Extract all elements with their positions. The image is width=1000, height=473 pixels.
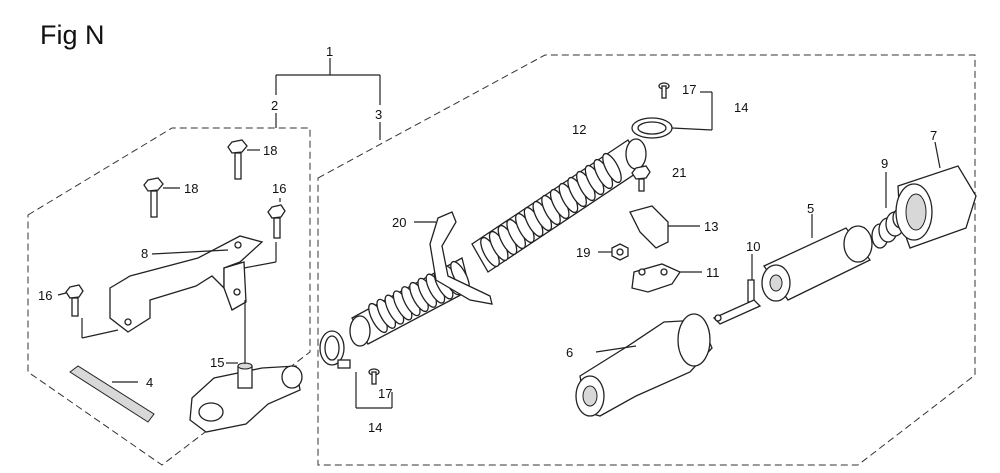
callout-6: 6 [566, 345, 573, 360]
manifold-part [189, 300, 303, 433]
callout-7: 7 [930, 128, 937, 143]
strap-part [414, 211, 493, 305]
right-group-box [317, 54, 976, 466]
callout-8: 8 [141, 246, 148, 261]
callout-17-top: 17 [682, 82, 696, 97]
filter-cylinder [761, 214, 873, 302]
callout-11: 11 [706, 265, 720, 280]
left-group-box [27, 127, 311, 466]
nut-19 [598, 243, 629, 261]
clamp-14-left [319, 330, 393, 409]
bolt-16-upper [267, 198, 286, 239]
callout-13: 13 [704, 219, 718, 234]
bolt-16-left [57, 284, 84, 317]
bolt-18-upper [227, 139, 260, 180]
callout-16-left: 16 [38, 288, 52, 303]
callout-17-bottom: 17 [378, 386, 392, 401]
callout-19: 19 [576, 245, 590, 260]
callout-10: 10 [746, 239, 760, 254]
pin-part [712, 254, 762, 325]
callout-2: 2 [271, 98, 278, 113]
callout-12: 12 [572, 122, 586, 137]
nozzle-part [575, 313, 713, 417]
bracket-11 [631, 263, 702, 293]
corrugated-tube [349, 138, 647, 347]
bracket-13 [629, 205, 700, 249]
callout-18-upper: 18 [263, 143, 277, 158]
group-bracket [275, 58, 381, 140]
bolt-18-lower [143, 177, 180, 218]
tube-rib [602, 152, 622, 184]
callout-16-upper: 16 [272, 181, 286, 196]
figure-title: Fig N [40, 20, 105, 50]
end-cap [895, 141, 977, 249]
callout-9: 9 [881, 156, 888, 171]
callout-4: 4 [146, 375, 153, 390]
callout-20: 20 [392, 215, 406, 230]
callout-3: 3 [375, 107, 382, 122]
callout-21: 21 [672, 165, 686, 180]
bolt-21 [631, 165, 651, 192]
callout-14-top: 14 [734, 100, 748, 115]
callout-18-lower: 18 [184, 181, 198, 196]
screw-17-top [658, 82, 670, 99]
tube-ribs-upper [480, 152, 622, 268]
callout-5: 5 [807, 201, 814, 216]
callout-14-bottom: 14 [368, 420, 382, 435]
callout-1: 1 [326, 44, 333, 59]
bracket-part [81, 235, 277, 339]
clamp-14-top [631, 91, 713, 139]
callout-15: 15 [210, 355, 224, 370]
rod-part [69, 365, 155, 423]
screw-17-left [368, 368, 380, 385]
